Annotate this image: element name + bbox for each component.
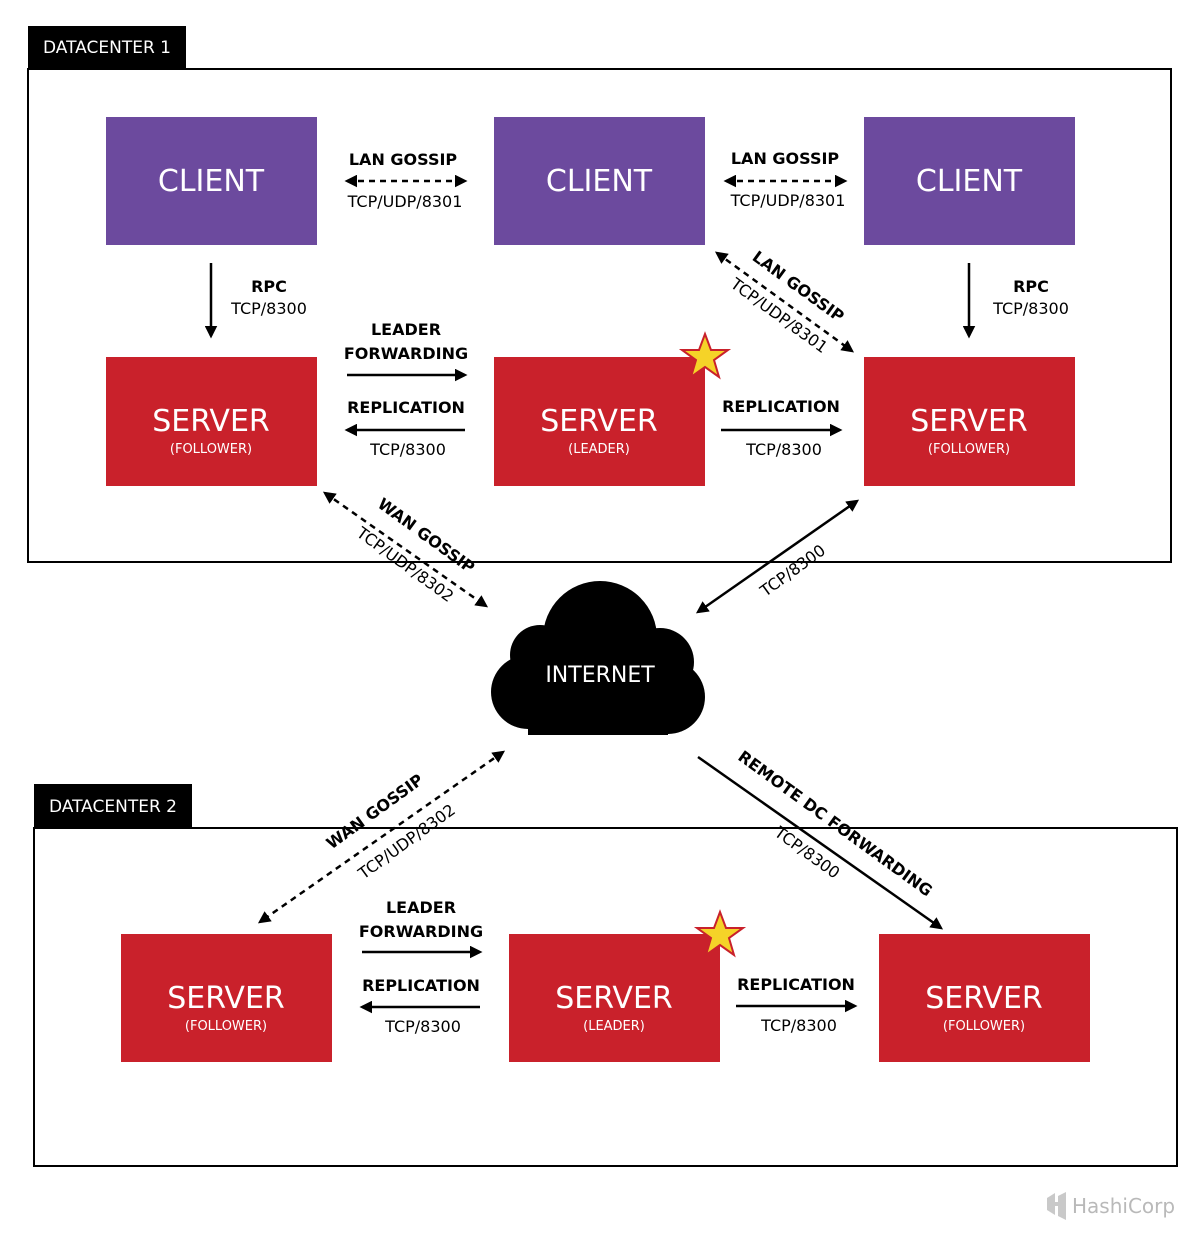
server-box <box>509 934 720 1062</box>
dc2-server-follower-right: SERVER (FOLLOWER) <box>879 934 1090 1062</box>
client-title: CLIENT <box>916 164 1023 199</box>
dc1-client-left: CLIENT <box>106 117 317 245</box>
server-role: (FOLLOWER) <box>185 1019 267 1034</box>
replication-port: TCP/8300 <box>369 440 446 459</box>
client-box <box>494 117 705 245</box>
wan-gossip-arrow-dc2 <box>257 750 506 924</box>
dc1-server-follower-right: SERVER (FOLLOWER) <box>864 357 1075 486</box>
datacenter-1: DATACENTER 1 CLIENT CLIENT CLIENT SERVER… <box>27 26 1172 563</box>
leader-forwarding-line2: FORWARDING <box>344 344 468 363</box>
server-role: (FOLLOWER) <box>170 442 252 457</box>
internet-link-arrow-dc1 <box>695 499 860 614</box>
lan-gossip-port: TCP/UDP/8301 <box>347 192 463 211</box>
server-box <box>494 357 705 486</box>
remote-dc-forwarding-arrow <box>697 755 944 930</box>
dc1-client-right: CLIENT <box>864 117 1075 245</box>
dc2-server-follower-left: SERVER (FOLLOWER) <box>121 934 332 1062</box>
replication-label: REPLICATION <box>737 975 855 994</box>
leader-forwarding-line1: LEADER <box>386 898 456 917</box>
replication-label: REPLICATION <box>347 398 465 417</box>
dc1-client-center: CLIENT <box>494 117 705 245</box>
hashicorp-logo-icon <box>1047 1192 1066 1220</box>
lan-gossip-arrow-diagonal <box>714 251 855 353</box>
server-role: (LEADER) <box>583 1019 645 1034</box>
rpc-port: TCP/8300 <box>230 299 307 318</box>
internet-label: INTERNET <box>545 663 655 688</box>
replication-port: TCP/8300 <box>745 440 822 459</box>
server-box <box>121 934 332 1062</box>
replication-label: REPLICATION <box>362 976 480 995</box>
client-title: CLIENT <box>158 164 265 199</box>
brand-name: HashiCorp <box>1072 1194 1175 1218</box>
server-role: (FOLLOWER) <box>943 1019 1025 1034</box>
server-title: SERVER <box>555 981 673 1016</box>
lan-gossip-port: TCP/UDP/8301 <box>730 191 846 210</box>
server-title: SERVER <box>925 981 1043 1016</box>
replication-label: REPLICATION <box>722 397 840 416</box>
datacenter-2: DATACENTER 2 SERVER (FOLLOWER) SERVER (L… <box>33 784 1178 1167</box>
hashicorp-logo: HashiCorp <box>1047 1192 1175 1220</box>
server-title: SERVER <box>540 404 658 439</box>
server-title: SERVER <box>910 404 1028 439</box>
server-title: SERVER <box>167 981 285 1016</box>
lan-gossip-label: LAN GOSSIP <box>349 150 458 169</box>
replication-port: TCP/8300 <box>760 1016 837 1035</box>
client-title: CLIENT <box>546 164 653 199</box>
server-box <box>106 357 317 486</box>
dc1-server-follower-left: SERVER (FOLLOWER) <box>106 357 317 486</box>
cloud-icon <box>491 581 705 735</box>
lan-gossip-label: LAN GOSSIP <box>731 149 840 168</box>
rpc-label: RPC <box>251 277 287 296</box>
leader-forwarding-line2: FORWARDING <box>359 922 483 941</box>
dc1-server-leader: SERVER (LEADER) <box>494 331 732 486</box>
client-box <box>864 117 1075 245</box>
rpc-label: RPC <box>1013 277 1049 296</box>
datacenter-2-label: DATACENTER 2 <box>49 797 177 817</box>
replication-port: TCP/8300 <box>384 1017 461 1036</box>
rpc-port: TCP/8300 <box>992 299 1069 318</box>
datacenter-1-label: DATACENTER 1 <box>43 38 171 58</box>
internet-cloud: INTERNET <box>491 581 705 735</box>
client-box <box>106 117 317 245</box>
server-box <box>864 357 1075 486</box>
leader-forwarding-line1: LEADER <box>371 320 441 339</box>
server-box <box>879 934 1090 1062</box>
datacenter-2-tab <box>34 784 192 828</box>
server-title: SERVER <box>152 404 270 439</box>
server-role: (FOLLOWER) <box>928 442 1010 457</box>
datacenter-1-tab <box>28 26 186 69</box>
leader-star-icon <box>693 909 747 958</box>
dc2-server-leader: SERVER (LEADER) <box>509 909 747 1062</box>
server-role: (LEADER) <box>568 442 630 457</box>
